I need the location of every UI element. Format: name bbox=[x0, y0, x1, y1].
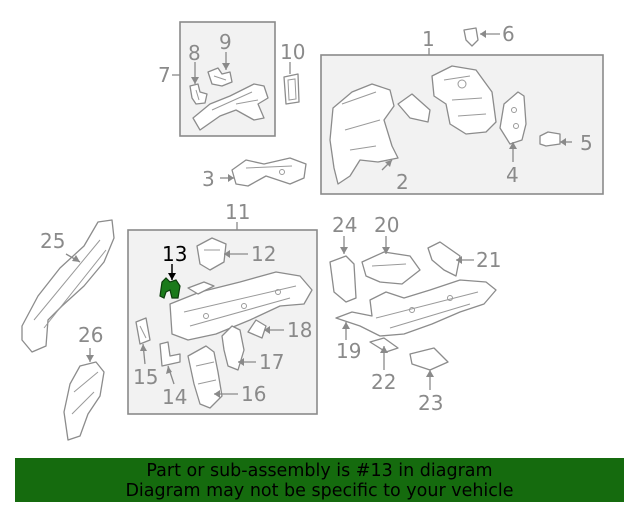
callout-2: 2 bbox=[396, 170, 409, 194]
part-8-bracket[interactable] bbox=[189, 83, 208, 105]
info-banner-line-1: Part or sub-assembly is #13 in diagram bbox=[146, 461, 493, 481]
part-9-bracket[interactable] bbox=[207, 67, 233, 87]
callout-13-highlighted: 13 bbox=[162, 242, 187, 266]
part-12-bracket[interactable] bbox=[196, 237, 227, 271]
part-11-small-plate[interactable] bbox=[187, 281, 215, 295]
part-26-reinforcement[interactable] bbox=[63, 361, 105, 441]
part-20-bracket[interactable] bbox=[361, 251, 421, 285]
callout-5: 5 bbox=[580, 131, 593, 155]
part-11-rail[interactable] bbox=[169, 271, 313, 341]
part-23-bracket[interactable] bbox=[409, 347, 449, 371]
leader-arrowheads bbox=[72, 30, 566, 398]
part-18-clip[interactable] bbox=[247, 319, 267, 339]
info-banner: Part or sub-assembly is #13 in diagram D… bbox=[15, 458, 624, 502]
callout-12: 12 bbox=[251, 242, 276, 266]
callout-9: 9 bbox=[219, 30, 232, 54]
callout-7: 7 bbox=[158, 63, 171, 87]
callout-21: 21 bbox=[476, 248, 501, 272]
part-2-wheelhouse[interactable] bbox=[329, 83, 399, 185]
part-3-bracket[interactable] bbox=[231, 157, 307, 187]
callout-24: 24 bbox=[332, 213, 357, 237]
part-15-plate[interactable] bbox=[135, 317, 151, 345]
info-banner-line-2: Diagram may not be specific to your vehi… bbox=[125, 481, 514, 501]
part-25-pillar[interactable] bbox=[21, 219, 115, 353]
callout-22: 22 bbox=[371, 370, 396, 394]
callout-19: 19 bbox=[336, 339, 361, 363]
part-14-bracket[interactable] bbox=[159, 341, 181, 367]
part-7-rail[interactable] bbox=[192, 83, 269, 131]
callout-15: 15 bbox=[133, 365, 158, 389]
part-1-apron[interactable] bbox=[431, 65, 497, 135]
callout-16: 16 bbox=[241, 382, 266, 406]
part-22-bracket[interactable] bbox=[369, 337, 399, 353]
callout-4: 4 bbox=[506, 163, 519, 187]
part-24-plate[interactable] bbox=[329, 255, 357, 303]
part-4-reinforcement[interactable] bbox=[499, 91, 527, 145]
callout-18: 18 bbox=[287, 318, 312, 342]
callout-3: 3 bbox=[202, 167, 215, 191]
part-13-bracket-highlighted[interactable] bbox=[159, 277, 181, 299]
callout-26: 26 bbox=[78, 323, 103, 347]
part-2b-bracket[interactable] bbox=[397, 93, 431, 123]
callout-11: 11 bbox=[225, 200, 250, 224]
callout-6: 6 bbox=[502, 22, 515, 46]
callout-23: 23 bbox=[418, 391, 443, 415]
callout-10: 10 bbox=[280, 40, 305, 64]
callout-17: 17 bbox=[259, 350, 284, 374]
part-10-plate[interactable] bbox=[283, 73, 300, 105]
callout-8: 8 bbox=[188, 41, 201, 65]
part-5-clip[interactable] bbox=[539, 131, 561, 147]
callout-25: 25 bbox=[40, 229, 65, 253]
callout-1: 1 bbox=[422, 27, 435, 51]
part-16-bracket[interactable] bbox=[187, 345, 223, 409]
callout-20: 20 bbox=[374, 213, 399, 237]
part-6-clip[interactable] bbox=[463, 27, 479, 47]
part-19-member[interactable] bbox=[335, 279, 497, 337]
callout-14: 14 bbox=[162, 385, 187, 409]
part-21-brace[interactable] bbox=[427, 241, 461, 277]
